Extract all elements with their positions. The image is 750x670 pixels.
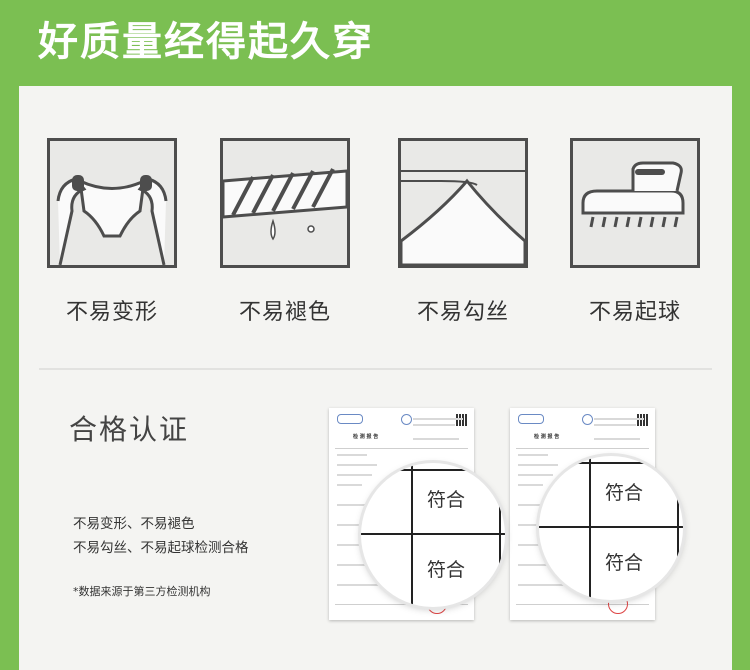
certification-title: 合格认证 (69, 413, 190, 446)
result-text: 符合 (427, 489, 466, 511)
lint-brush-icon (570, 138, 700, 268)
section-divider (39, 368, 712, 370)
feature-label: 不易勾丝 (416, 300, 509, 325)
feature-no-deform: 不易变形 (45, 138, 179, 326)
result-text: 符合 (605, 552, 644, 574)
magnifier-lens: 符合 符合 (361, 463, 505, 607)
certification-line: 不易勾丝、不易起球检测合格 (73, 540, 249, 556)
lab-logo-icon (337, 414, 363, 424)
stretched-underwear-icon (47, 138, 177, 268)
lab-logo-icon (518, 414, 544, 424)
feature-label: 不易褪色 (238, 300, 331, 325)
certification-note: *数据来源于第三方检测机构 (73, 585, 211, 598)
report-heading: 检 测 报 告 (353, 434, 379, 440)
qr-code-icon (456, 414, 468, 426)
certification-line: 不易变形、不易褪色 (73, 516, 195, 532)
feature-label: 不易起球 (588, 300, 681, 325)
feature-no-pilling: 不易起球 (568, 138, 702, 326)
report-heading: 检 测 报 告 (534, 434, 560, 440)
result-text: 符合 (605, 482, 644, 504)
fabric-snag-icon (398, 138, 528, 268)
feature-label: 不易变形 (65, 300, 158, 325)
lab-seal-icon (401, 414, 412, 425)
page-title: 好质量经得起久穿 (38, 19, 374, 65)
twisted-fabric-dripping-icon (220, 138, 350, 268)
result-text: 符合 (427, 559, 466, 581)
feature-no-snag: 不易勾丝 (396, 138, 530, 326)
lab-seal-icon (582, 414, 593, 425)
qr-code-icon (637, 414, 649, 426)
magnifier-lens: 符合 符合 (539, 456, 683, 600)
feature-no-fade: 不易褪色 (218, 138, 352, 326)
content-panel: 不易变形 不易褪色 不易勾丝 (19, 86, 732, 670)
